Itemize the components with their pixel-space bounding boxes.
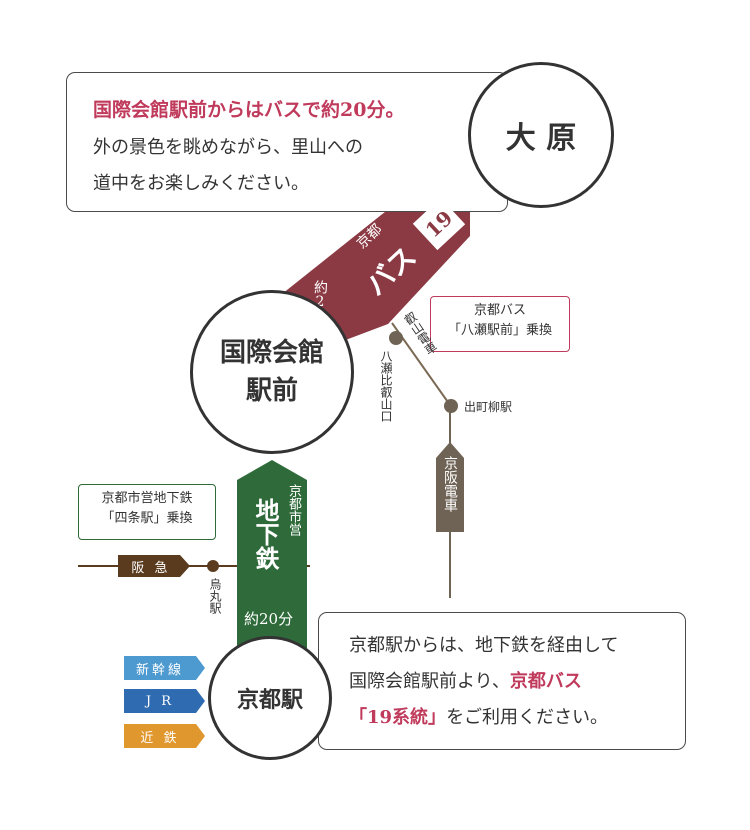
karasuma-station-label: 烏丸駅 — [208, 578, 222, 614]
keihan-line-label: 京阪電車 — [442, 456, 458, 512]
jr-label: J R — [145, 693, 175, 709]
yase-station-dot — [389, 331, 403, 345]
kokusai-name-line2: 駅前 — [245, 376, 298, 406]
ohara-highlight-text: 国際会館駅前からはバスで約20分。 — [93, 99, 405, 121]
kyoto-desc-line2: 国際会館駅前より、京都バス — [349, 667, 582, 693]
ohara-station-circle: 大 原 — [468, 62, 614, 208]
subway-arrow — [237, 460, 307, 660]
kyoto-desc-line3-text: をご利用ください。 — [446, 707, 609, 728]
yase-hiei-station-label: 八瀬比叡山口 — [379, 350, 393, 422]
demachi-station-label: 出町柳駅 — [464, 400, 513, 414]
kyoto-bus-highlight: 京都バス — [509, 671, 582, 692]
shinkansen-tag — [124, 656, 205, 680]
subway-name: 地下鉄 — [251, 498, 280, 570]
kyoto-description-box: 京都駅からは、地下鉄を経由して 国際会館駅前より、京都バス 「19系統」をご利用… — [318, 612, 686, 750]
kokusai-kaikan-station-circle: 国際会館 駅前 — [190, 290, 354, 454]
kyoto-desc-line1: 京都駅からは、地下鉄を経由して — [349, 635, 619, 656]
subway-operator: 京都市営 — [286, 484, 301, 536]
shinkansen-label: 新幹線 — [135, 662, 184, 678]
kyoto-station-circle: 京都駅 — [208, 636, 332, 760]
kintetsu-label: 近 鉄 — [140, 730, 180, 746]
hankyu-label: 阪 急 — [131, 560, 171, 576]
route-19-highlight: 「19系統」 — [349, 707, 447, 728]
kyoto-desc-line2-text: 国際会館駅前より、 — [349, 671, 510, 692]
ohara-desc-line2: 外の景色を眺めながら、里山への — [93, 137, 363, 158]
kyoto-station-name: 京都駅 — [236, 687, 303, 713]
jr-tag — [124, 689, 205, 713]
ohara-station-name: 大 原 — [505, 121, 577, 156]
yase-transfer-callout: 京都バス 「八瀬駅前」乗換 — [430, 296, 570, 352]
shijo-callout-line1: 京都市営地下鉄 — [101, 491, 193, 506]
kintetsu-tag — [124, 724, 205, 748]
yase-callout-line2: 「八瀬駅前」乗換 — [447, 323, 552, 338]
yase-callout-line1: 京都バス — [473, 303, 526, 318]
karasuma-station-dot — [207, 560, 219, 572]
ohara-desc-line3: 道中をお楽しみください。 — [93, 173, 309, 194]
subway-time: 約20分 — [244, 610, 294, 628]
ohara-description-box: 国際会館駅前からはバスで約20分。 外の景色を眺めながら、里山への 道中をお楽し… — [66, 72, 508, 212]
shijo-callout-line2: 「四条駅」乗換 — [101, 511, 193, 526]
kokusai-name-line1: 国際会館 — [219, 338, 324, 368]
kyoto-desc-line3: 「19系統」をご利用ください。 — [349, 703, 608, 729]
keihan-badge — [436, 442, 464, 532]
demachi-station-dot — [444, 399, 458, 413]
hankyu-tag — [118, 555, 190, 577]
shijo-transfer-callout: 京都市営地下鉄 「四条駅」乗換 — [78, 484, 216, 540]
